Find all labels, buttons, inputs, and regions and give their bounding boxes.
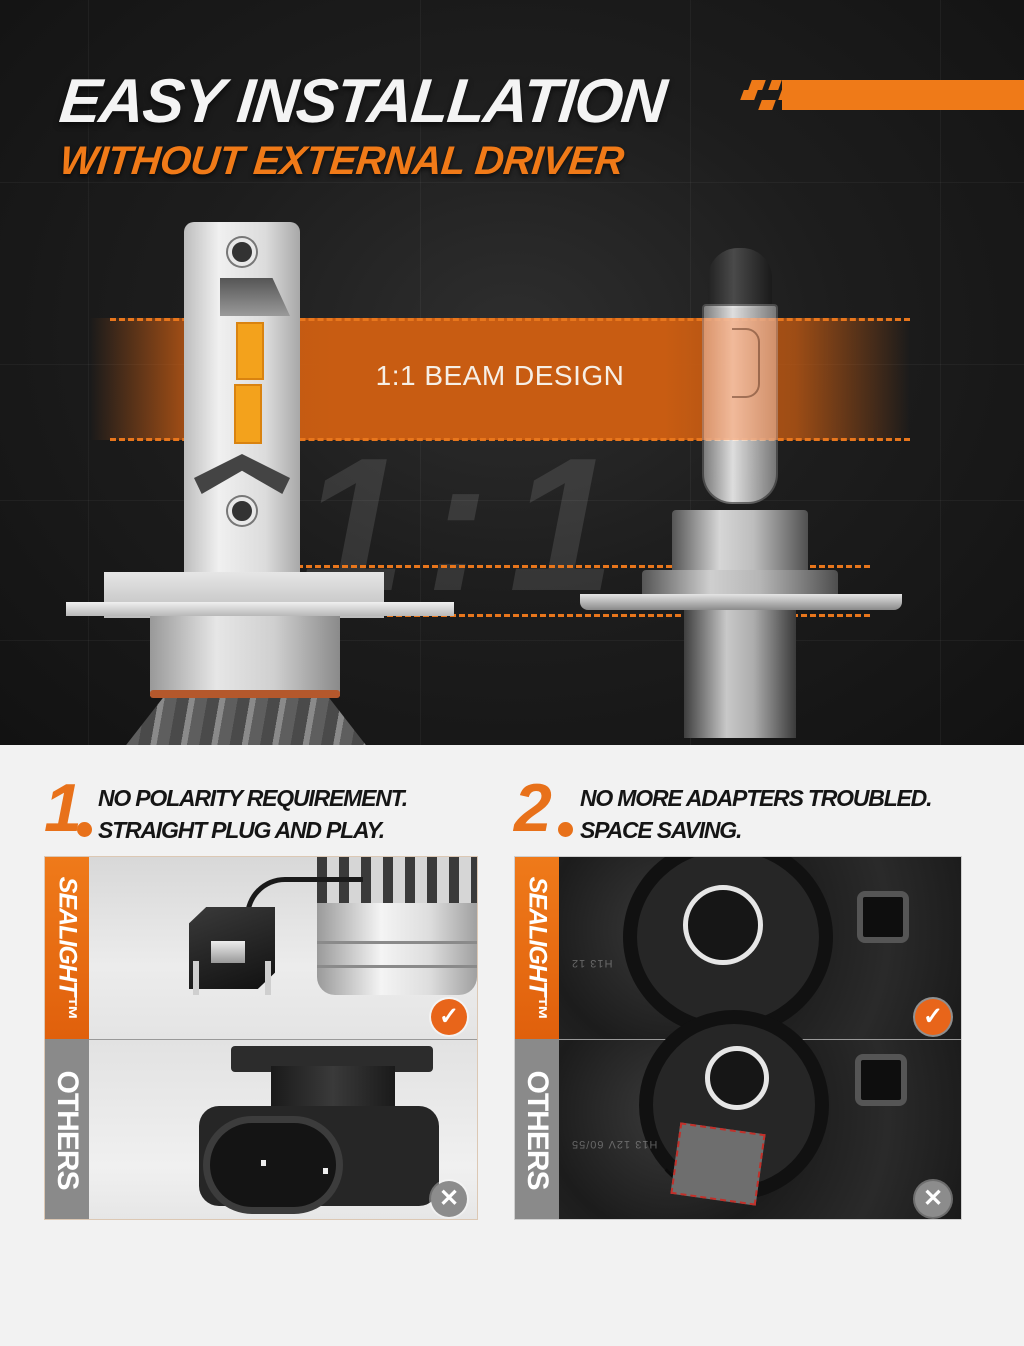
cable xyxy=(245,877,363,931)
feature-line: NO MORE ADAPTERS TROUBLED. xyxy=(580,785,932,811)
led-chip xyxy=(236,322,264,380)
feature-dot xyxy=(77,822,92,837)
sealight-plug-image xyxy=(89,857,477,1039)
sealight-label-column: SEALIGHT™ xyxy=(515,857,559,1039)
halogen-collar xyxy=(672,510,808,580)
beam-label: 1:1 BEAM DESIGN xyxy=(375,360,625,391)
check-icon: ✓ xyxy=(431,999,467,1035)
grid-line xyxy=(88,0,89,745)
led-heatsink-fins xyxy=(116,698,376,745)
feature-line: STRAIGHT PLUG AND PLAY. xyxy=(98,817,385,843)
check-icon: ✓ xyxy=(915,999,951,1035)
halogen-bulb-illustration xyxy=(580,248,910,745)
feature-dot xyxy=(558,822,573,837)
beam-top-dashed-line xyxy=(110,318,910,321)
grid-line xyxy=(940,0,941,745)
h11-socket xyxy=(203,1116,343,1214)
others-label: OTHERS xyxy=(521,1070,554,1190)
housing-stamp: H13 12V 60/55 xyxy=(571,1138,658,1150)
others-label-column: OTHERS xyxy=(515,1039,559,1219)
screw-icon xyxy=(228,238,256,266)
brand-label: SEALIGHT™ xyxy=(53,876,82,1020)
feature-number: 1 xyxy=(44,770,82,846)
others-install-image: H13 12V 60/55 xyxy=(559,1010,961,1219)
feature-text: NO MORE ADAPTERS TROUBLED. SPACE SAVING. xyxy=(580,782,932,846)
comparison-panel-2: H13 12 H13 12V 60/55 SEALIGHT™ OTHERS ✓ … xyxy=(514,856,962,1220)
grid-line xyxy=(0,640,1024,641)
feature-2-heading: 2 NO MORE ADAPTERS TROUBLED. SPACE SAVIN… xyxy=(514,774,984,846)
comparison-panel-1: SEALIGHT™ OTHERS ✓ ✕ xyxy=(44,856,478,1220)
led-chevron xyxy=(194,454,290,494)
feature-line: NO POLARITY REQUIREMENT. xyxy=(98,785,408,811)
halogen-flange xyxy=(580,594,902,610)
screw-icon xyxy=(228,497,256,525)
close-icon: ✕ xyxy=(431,1181,467,1217)
led-oring xyxy=(150,690,340,698)
hero-title: EASY INSTALLATION xyxy=(56,67,669,136)
grid-line xyxy=(0,182,1024,183)
led-base xyxy=(150,616,340,696)
sealight-label-column: SEALIGHT™ xyxy=(45,857,89,1039)
hero-section: EASY INSTALLATION WITHOUT EXTERNAL DRIVE… xyxy=(0,0,1024,745)
halogen-filament xyxy=(732,328,760,398)
feature-text: NO POLARITY REQUIREMENT. STRAIGHT PLUG A… xyxy=(98,782,408,846)
decorative-stripe xyxy=(782,80,1024,110)
others-label: OTHERS xyxy=(51,1070,84,1190)
hero-subtitle: WITHOUT EXTERNAL DRIVER xyxy=(57,139,626,183)
close-icon: ✕ xyxy=(915,1181,951,1217)
others-label-column: OTHERS xyxy=(45,1039,89,1219)
halogen-cap xyxy=(708,248,772,308)
led-slot xyxy=(220,278,290,316)
collar-dashed-line xyxy=(270,565,870,568)
external-driver-box xyxy=(670,1122,766,1206)
brand-label: SEALIGHT™ xyxy=(523,876,552,1020)
others-plug-image xyxy=(89,1039,477,1219)
adjuster-socket xyxy=(857,891,909,943)
flange-dashed-line xyxy=(270,614,870,617)
feature-line: SPACE SAVING. xyxy=(580,817,742,843)
beam-bottom-dashed-line xyxy=(110,438,910,441)
housing-stamp: H13 12 xyxy=(571,957,613,969)
feature-number: 2 xyxy=(514,770,552,846)
adjuster-socket xyxy=(855,1054,907,1106)
grid-line xyxy=(0,500,1024,501)
led-chip xyxy=(234,384,262,444)
led-flange xyxy=(66,602,454,616)
sealight-install-image: H13 12 xyxy=(559,857,961,1039)
halogen-base xyxy=(684,610,796,738)
feature-1-heading: 1 NO POLARITY REQUIREMENT. STRAIGHT PLUG… xyxy=(44,774,484,846)
led-bulb-illustration xyxy=(60,222,460,745)
